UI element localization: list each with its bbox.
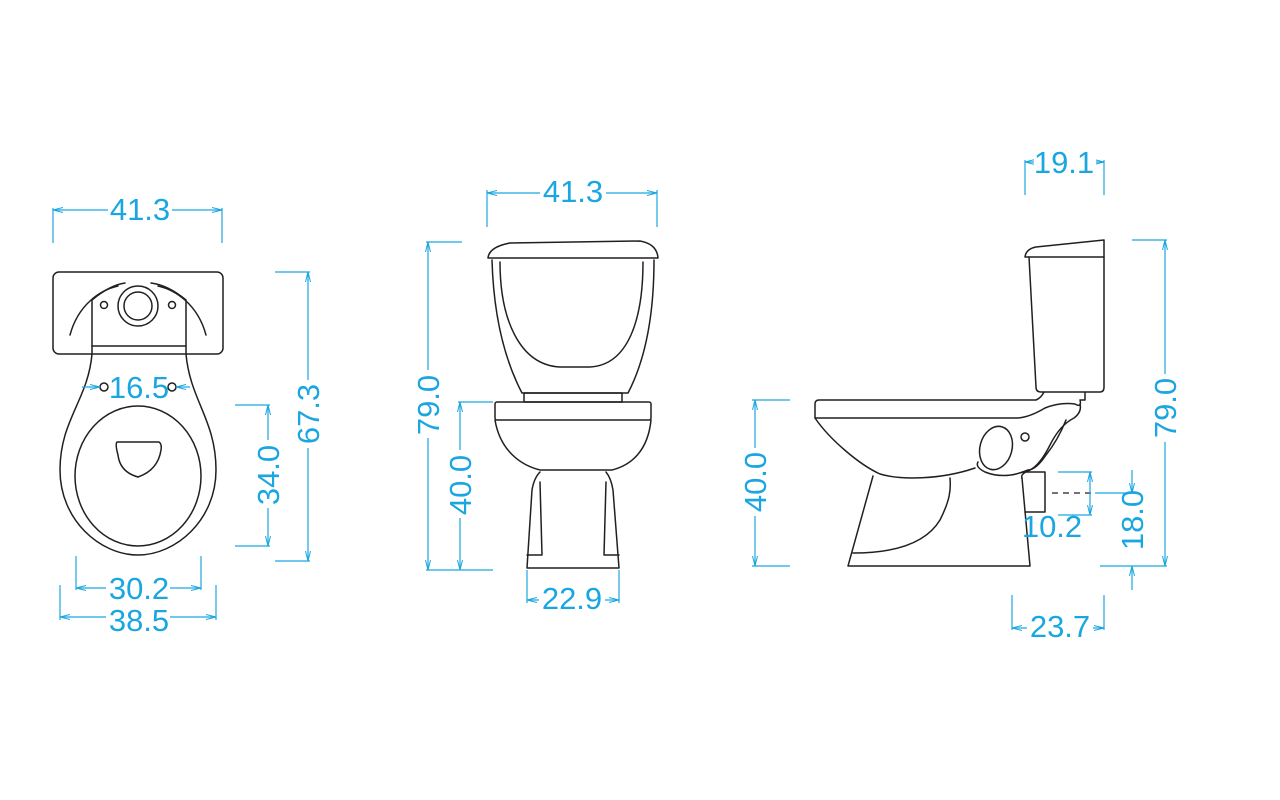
side-view-outline <box>814 239 1105 567</box>
dimension-bolt-spacing: 16.5 <box>82 370 190 405</box>
flush-button-icon <box>117 285 159 327</box>
dimension-outlet-size: 10.2 <box>1022 471 1092 544</box>
dimension-overall-length: 67.3 <box>275 271 326 562</box>
dimension-outlet-offset: 23.7 <box>1011 595 1105 644</box>
dimension-tank-width: 41.3 <box>52 192 223 243</box>
front-view-outline <box>487 240 659 569</box>
dimension-label: 67.3 <box>291 384 326 444</box>
dimension-label: 30.2 <box>109 571 169 606</box>
dimension-outlet-height: 18.0 <box>1095 470 1150 590</box>
dimension-label: 23.7 <box>1030 609 1090 644</box>
dimension-side-seat-height: 40.0 <box>738 399 790 567</box>
top-view-outline <box>52 271 224 556</box>
dimension-front-tank-width: 41.3 <box>486 174 658 227</box>
top-view: 41.3 16.5 34.0 67.3 30.2 <box>52 192 326 638</box>
dimension-label: 79.0 <box>411 375 446 435</box>
dimension-label: 40.0 <box>443 455 478 515</box>
dimension-base-width: 22.9 <box>526 570 620 616</box>
dimension-label: 22.9 <box>542 581 602 616</box>
dimension-side-overall-height: 79.0 <box>1100 239 1183 567</box>
dimension-label: 79.0 <box>1148 378 1183 438</box>
dimension-label: 41.3 <box>543 174 603 209</box>
dimension-front-overall-height: 79.0 <box>411 241 493 571</box>
dimension-label: 18.0 <box>1115 490 1150 550</box>
dimension-label: 34.0 <box>251 445 286 505</box>
dimension-seat-width: 30.2 <box>75 556 202 606</box>
dimension-label: 41.3 <box>110 192 170 227</box>
front-view: 41.3 79.0 40.0 22.9 <box>411 174 659 616</box>
dimension-bowl-width: 38.5 <box>59 585 217 638</box>
dimension-label: 16.5 <box>109 370 169 405</box>
dimension-label: 10.2 <box>1022 509 1082 544</box>
dimension-tank-depth: 19.1 <box>1024 145 1105 195</box>
dimension-front-seat-height: 40.0 <box>443 401 493 570</box>
side-view: 19.1 79.0 40.0 10.2 18.0 <box>738 145 1183 644</box>
dimension-seat-length: 34.0 <box>235 404 286 547</box>
dimension-label: 19.1 <box>1034 145 1094 180</box>
dimension-label: 40.0 <box>738 452 773 512</box>
dimension-label: 38.5 <box>109 603 169 638</box>
